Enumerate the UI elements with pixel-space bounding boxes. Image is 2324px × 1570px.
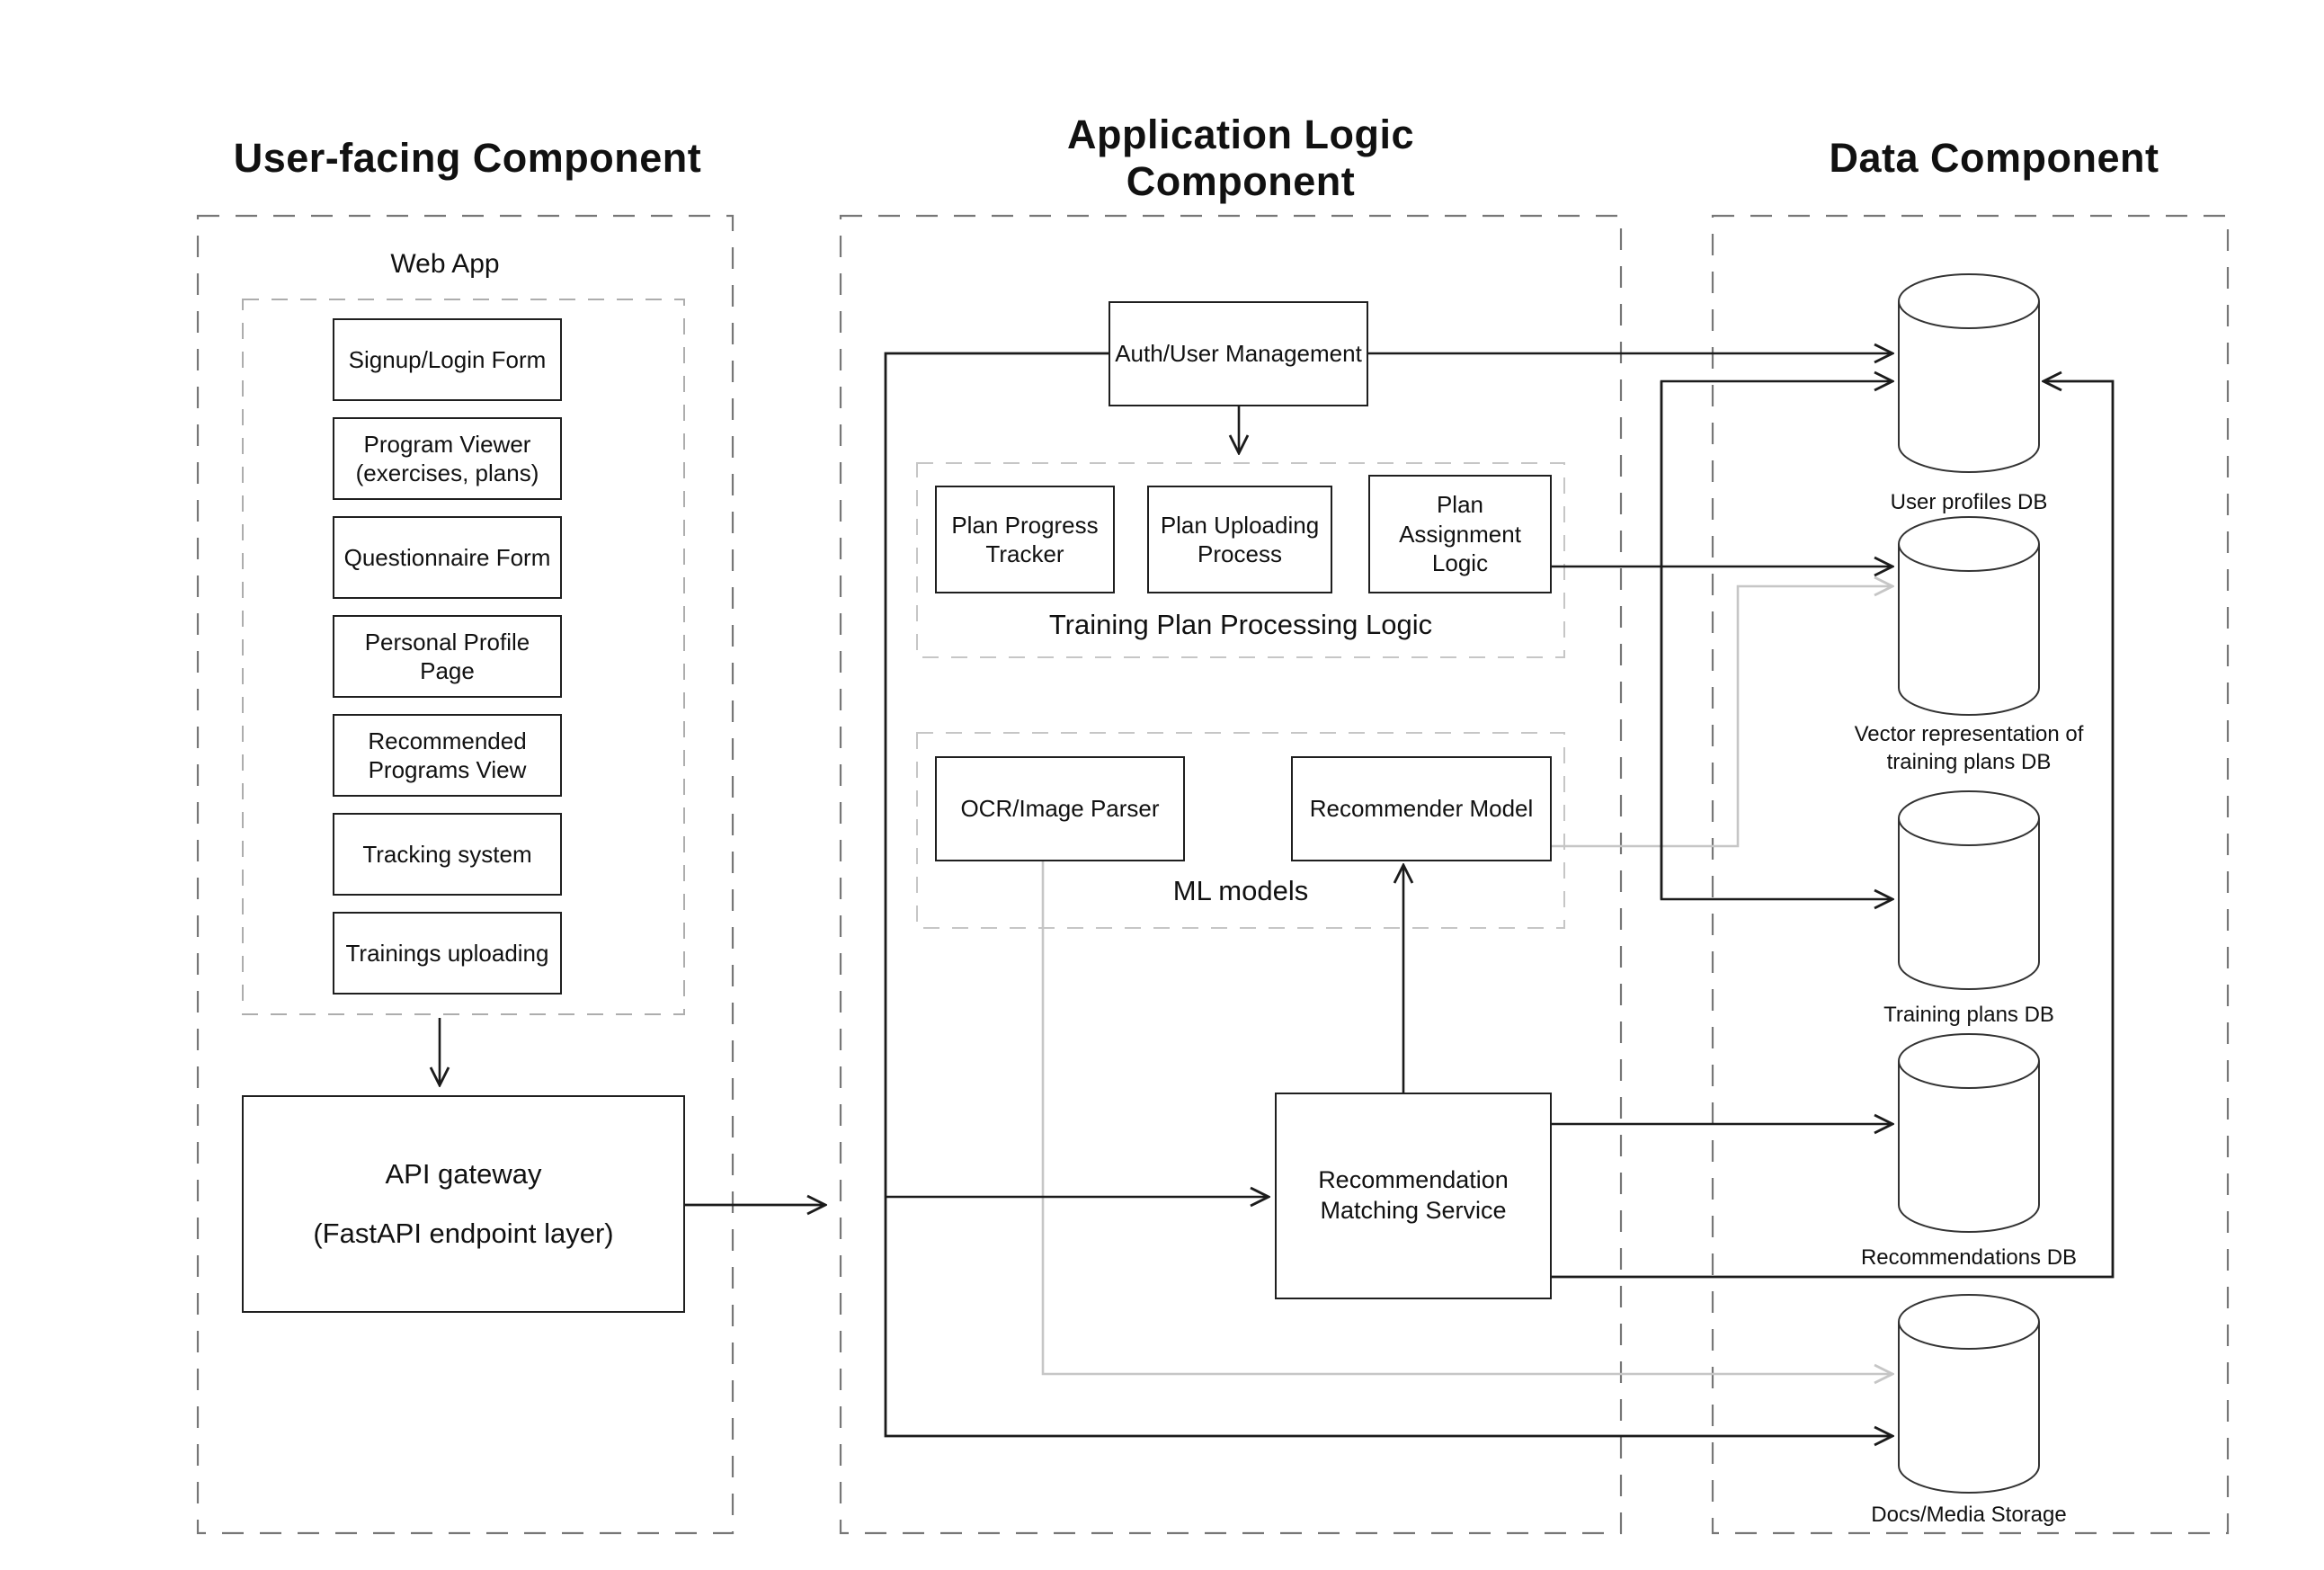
data-component-title: Data Component xyxy=(1829,135,2159,181)
api-gateway-sublabel: (FastAPI endpoint layer) xyxy=(313,1218,614,1249)
edge-rms-to-user-profiles-db xyxy=(1552,381,2115,1279)
auth-user-management-box: Auth/User Management xyxy=(1109,301,1368,406)
edge-ocr-to-docs-media-storage xyxy=(1041,861,1892,1374)
recommended-programs-view-box: Recommended Programs View xyxy=(333,714,562,797)
recommendations-db-label: Recommendations DB xyxy=(1860,1245,2078,1271)
user-facing-container xyxy=(196,214,735,1535)
trainings-uploading-box: Trainings uploading xyxy=(333,912,562,995)
signup-login-form-box: Signup/Login Form xyxy=(333,318,562,401)
vector-training-plans-db-label: Vector representation of training plans … xyxy=(1854,721,2084,774)
training-plan-processing-group-box xyxy=(916,462,1565,658)
training-plan-processing-label: Training Plan Processing Logic xyxy=(1048,609,1433,640)
ocr-image-parser-box: OCR/Image Parser xyxy=(935,756,1185,861)
personal-profile-page-box: Personal Profile Page xyxy=(333,615,562,698)
web-app-group-label: Web App xyxy=(390,249,500,279)
user-profiles-db-cylinder xyxy=(1898,273,2040,473)
training-plans-db-label: Training plans DB xyxy=(1883,1003,2054,1028)
plan-progress-tracker-box: Plan Progress Tracker xyxy=(935,486,1115,593)
data-container xyxy=(1711,214,2230,1535)
user-profiles-db-label: User profiles DB xyxy=(1890,490,2048,515)
user-facing-title: User-facing Component xyxy=(233,135,702,181)
plan-assignment-logic-box: Plan Assignment Logic xyxy=(1368,475,1552,593)
edge-auth-to-docs-media-storage xyxy=(884,352,1892,1436)
edge-recommender-model-to-vector-db xyxy=(1552,586,1892,848)
questionnaire-form-box: Questionnaire Form xyxy=(333,516,562,599)
vector-training-plans-db-cylinder xyxy=(1898,516,2040,716)
program-viewer-box: Program Viewer (exercises, plans) xyxy=(333,417,562,500)
training-plans-db-cylinder xyxy=(1898,790,2040,990)
recommender-model-box: Recommender Model xyxy=(1291,756,1552,861)
api-gateway-label: API gateway xyxy=(385,1158,542,1190)
plan-uploading-process-box: Plan Uploading Process xyxy=(1147,486,1332,593)
tracking-system-box: Tracking system xyxy=(333,813,562,896)
api-gateway-box: API gateway (FastAPI endpoint layer) xyxy=(242,1095,685,1313)
recommendation-matching-service-box: Recommendation Matching Service xyxy=(1275,1093,1552,1299)
recommendations-db-cylinder xyxy=(1898,1033,2040,1233)
docs-media-storage-cylinder xyxy=(1898,1294,2040,1494)
application-logic-title: Application Logic Component xyxy=(1067,112,1414,204)
edge-sync-to-training-plans-db xyxy=(1660,381,1892,899)
ml-models-group-box xyxy=(916,732,1565,929)
docs-media-storage-label: Docs/Media Storage xyxy=(1871,1503,2067,1528)
application-logic-container xyxy=(839,214,1623,1535)
edge-sync-to-user-profiles-db xyxy=(1660,381,1892,899)
ml-models-label: ML models xyxy=(1172,875,1309,906)
